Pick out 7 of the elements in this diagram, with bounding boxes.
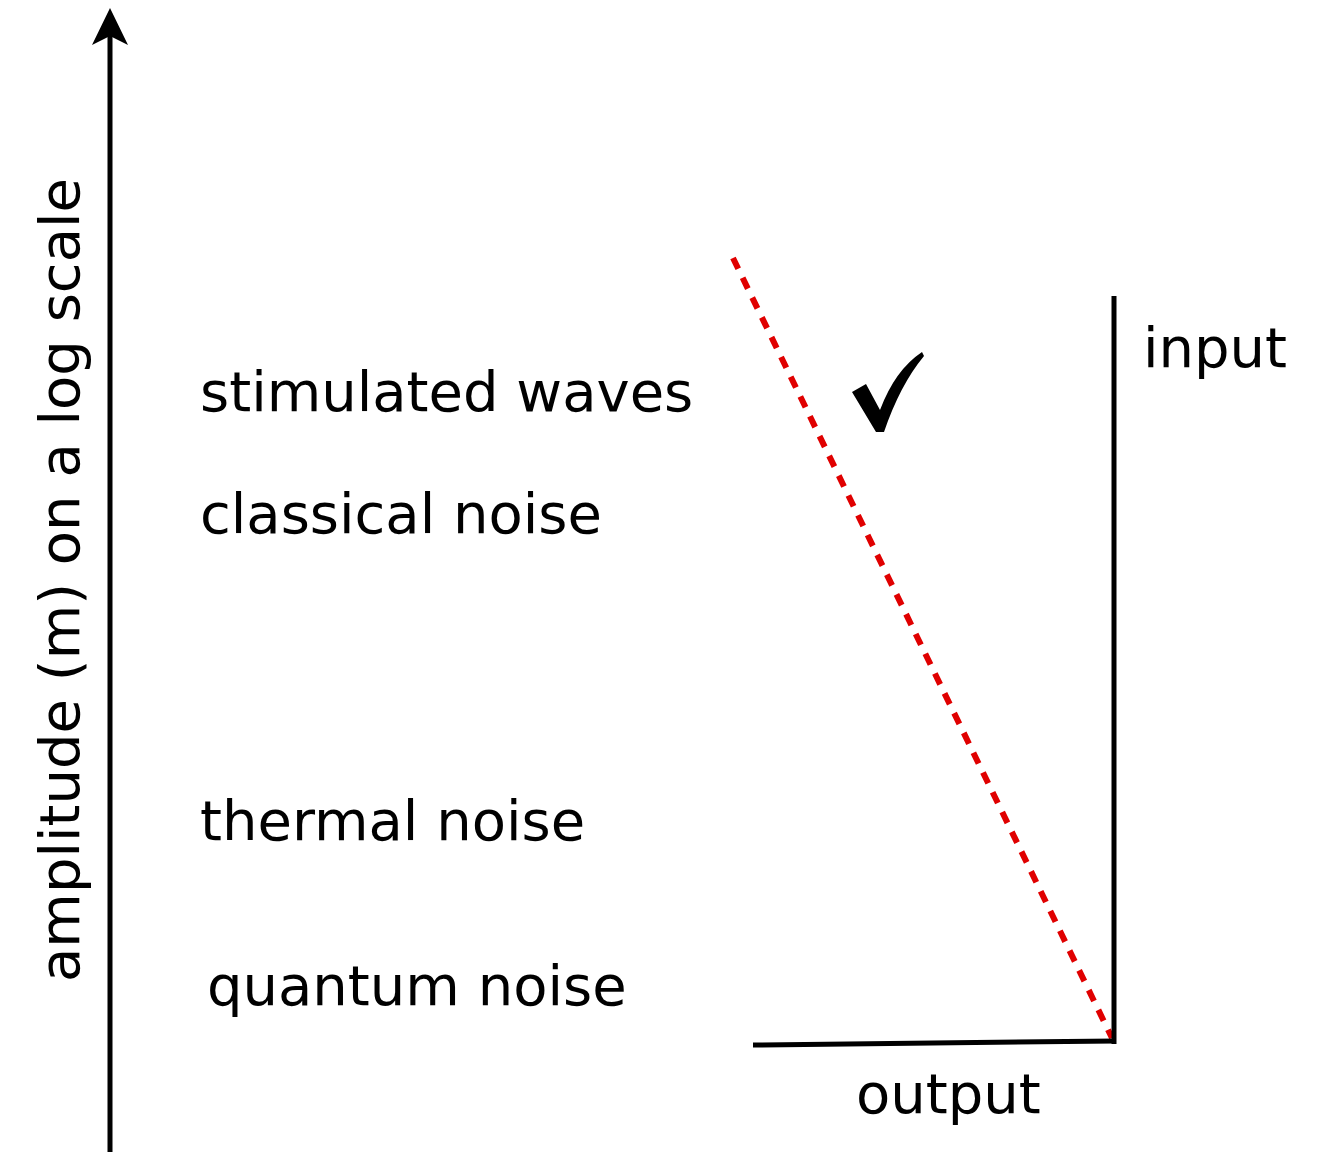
text-label: output bbox=[856, 1060, 1041, 1128]
axis-label: amplitude (m) on a log scale bbox=[26, 177, 93, 984]
text-label: stimulated waves bbox=[200, 358, 694, 426]
text-label: quantum noise bbox=[207, 952, 627, 1020]
text-label: input bbox=[1143, 314, 1288, 382]
text-label: classical noise bbox=[200, 480, 602, 548]
text-label: thermal noise bbox=[200, 787, 586, 855]
